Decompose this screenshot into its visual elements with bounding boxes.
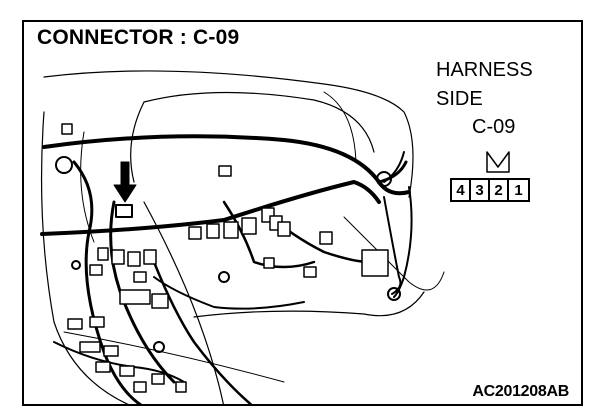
harness-connector-code: C-09	[472, 116, 516, 138]
body-outline	[343, 216, 445, 291]
connector-key-symbol	[486, 151, 510, 173]
body-outline	[143, 91, 375, 153]
harness-side-label: HARNESS SIDE	[436, 56, 533, 114]
connector	[319, 231, 333, 245]
connector	[206, 223, 220, 239]
main-harness	[42, 134, 411, 196]
harness-label-line2: SIDE	[436, 88, 483, 110]
main-harness	[393, 186, 413, 298]
main-harness	[383, 196, 402, 295]
body-outline	[130, 101, 145, 183]
connector	[151, 373, 165, 385]
figure-code: AC201208AB	[472, 383, 569, 400]
connector	[103, 345, 119, 357]
body-outline	[193, 291, 425, 318]
grommet	[71, 260, 81, 270]
connector	[175, 381, 187, 393]
main-harness	[377, 160, 408, 184]
connector	[143, 249, 157, 265]
connector	[241, 217, 257, 235]
grommet	[153, 341, 165, 353]
connector	[119, 365, 135, 377]
main-harness	[383, 151, 405, 183]
connector	[133, 381, 147, 393]
pin-3: 3	[471, 180, 490, 200]
connector	[97, 247, 109, 261]
pin-4: 4	[452, 180, 471, 200]
connector	[61, 123, 73, 135]
connector	[277, 221, 291, 237]
main-harness	[72, 160, 143, 404]
main-harness	[152, 260, 253, 404]
connector	[151, 293, 169, 309]
connector	[361, 249, 389, 277]
connector-pin-diagram: 4 3 2 1	[450, 178, 530, 202]
connector	[127, 251, 141, 267]
arrow-down-icon	[113, 161, 137, 203]
main-harness	[153, 276, 305, 310]
grommet	[387, 287, 401, 301]
body-outline	[323, 91, 357, 163]
connector	[218, 165, 232, 177]
connector	[111, 249, 125, 265]
harness-illustration	[40, 70, 510, 404]
body-outline	[40, 111, 129, 404]
connector	[89, 316, 105, 328]
body-outline	[63, 331, 285, 383]
harness-label-line1: HARNESS	[436, 59, 533, 81]
pin-2: 2	[490, 180, 509, 200]
connector	[263, 257, 275, 269]
body-outline	[43, 70, 414, 198]
main-harness	[222, 200, 316, 269]
grommet	[376, 171, 392, 187]
connector	[223, 221, 239, 239]
page-title: CONNECTOR : C-09	[37, 26, 240, 49]
connector	[119, 289, 151, 305]
connector-c09	[115, 204, 133, 218]
connector	[188, 226, 202, 240]
diagram-frame: CONNECTOR : C-09 HARNESS SIDE C-09 4 3 2…	[22, 20, 583, 406]
pin-1: 1	[514, 181, 523, 199]
connector	[67, 318, 83, 330]
grommet	[55, 156, 73, 174]
connector	[303, 266, 317, 278]
connector	[89, 264, 103, 276]
connector	[79, 341, 101, 353]
connector	[95, 361, 111, 373]
connector	[133, 271, 147, 283]
grommet	[218, 271, 230, 283]
